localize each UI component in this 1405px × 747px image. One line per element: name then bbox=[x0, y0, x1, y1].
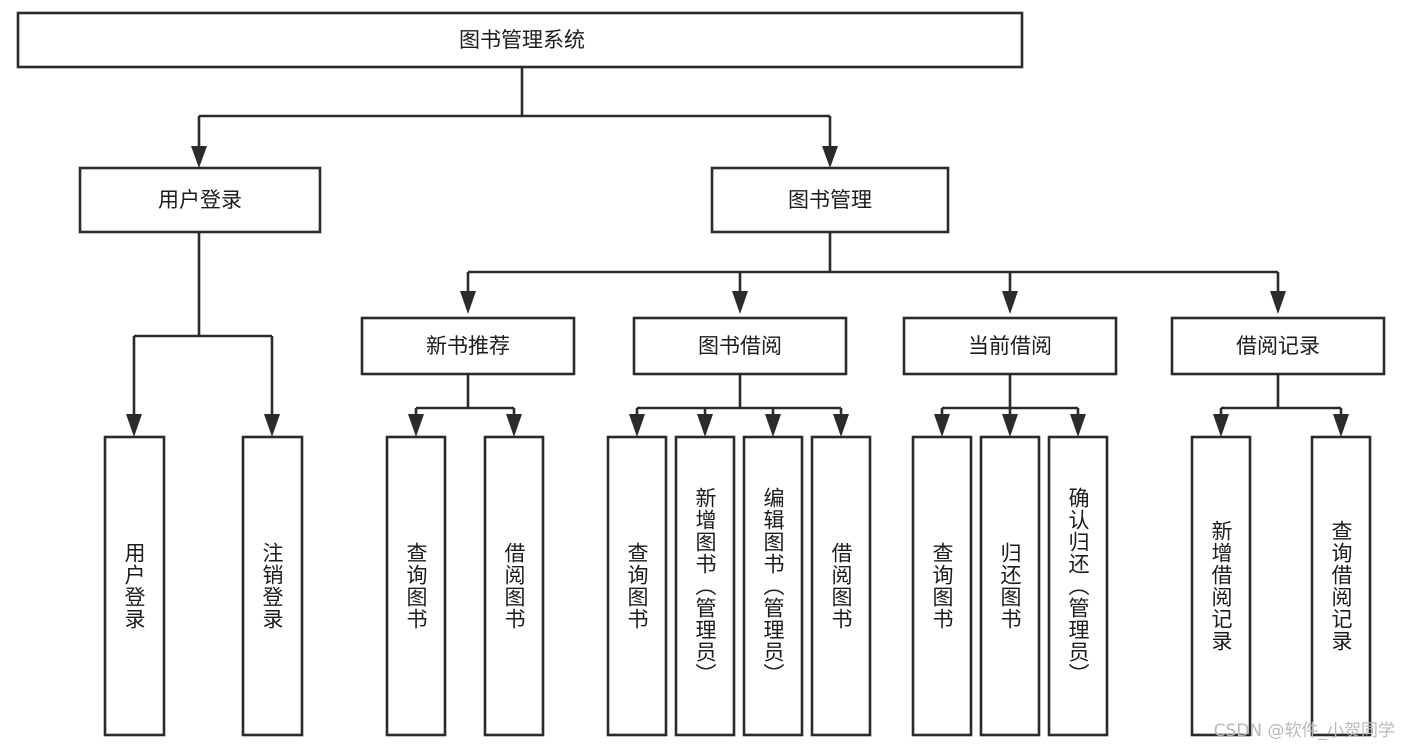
leaf-node[interactable]: 用户登录 bbox=[103, 435, 166, 737]
node-current-borrow[interactable]: 当前借阅 bbox=[902, 316, 1118, 376]
leaf-nbr-borrow-book-label: 借阅图书 bbox=[502, 542, 526, 630]
leaf-bb-borrow-book-label: 借阅图书 bbox=[829, 542, 853, 630]
node-book-borrow-box[interactable] bbox=[632, 316, 848, 376]
node-new-book-recommend[interactable]: 新书推荐 bbox=[360, 316, 576, 376]
node-new-book-recommend-label: 新书推荐 bbox=[426, 334, 510, 358]
leaf-br-add-record-box[interactable] bbox=[1190, 435, 1252, 737]
arrow-head-borrowrecord-leaf1 bbox=[1213, 414, 1229, 437]
arrow-head-borrowrecord-leaf2 bbox=[1333, 414, 1349, 437]
leaf-cb-return-book-box[interactable] bbox=[979, 435, 1041, 737]
node-user-login-box[interactable] bbox=[78, 166, 322, 234]
node-book-management-box[interactable] bbox=[710, 166, 950, 234]
leaf-user-login-label: 用户登录 bbox=[122, 542, 146, 630]
node-new-book-recommend-box[interactable] bbox=[360, 316, 576, 376]
leaf-cb-query-book-label: 查询图书 bbox=[930, 542, 954, 630]
leaf-node[interactable]: 查询借阅记录 bbox=[1310, 435, 1372, 737]
leaf-bb-borrow-book-box[interactable] bbox=[810, 435, 872, 737]
arrow-head-userlogin bbox=[191, 146, 207, 168]
leaf-node[interactable]: 新增借阅记录 bbox=[1190, 435, 1252, 737]
arrow-head-currentborrow bbox=[1002, 291, 1018, 314]
arrow-head-currentborrow-leaf1 bbox=[934, 414, 950, 437]
arrow-head-bookborrow-leaf3 bbox=[765, 414, 781, 437]
leaf-cb-query-book-box[interactable] bbox=[911, 435, 973, 737]
arrow-head-borrowrecord bbox=[1270, 291, 1286, 314]
leaf-logout-label: 注销登录 bbox=[260, 542, 284, 630]
node-current-borrow-label: 当前借阅 bbox=[968, 334, 1052, 358]
leaf-br-query-record-box[interactable] bbox=[1310, 435, 1372, 737]
connector-layer bbox=[126, 67, 1349, 437]
leaf-cb-confirm-return-box[interactable] bbox=[1047, 435, 1109, 737]
arrow-head-bookborrow-leaf1 bbox=[629, 414, 645, 437]
node-book-borrow-label: 图书借阅 bbox=[698, 334, 782, 358]
arrow-head-bookborrow-leaf4 bbox=[833, 414, 849, 437]
leaf-br-query-record-label: 查询借阅记录 bbox=[1329, 520, 1353, 652]
leaf-nbr-borrow-book-box[interactable] bbox=[483, 435, 545, 737]
node-borrow-record[interactable]: 借阅记录 bbox=[1170, 316, 1386, 376]
leaf-node[interactable]: 注销登录 bbox=[241, 435, 304, 737]
leaf-nbr-query-book-label: 查询图书 bbox=[404, 542, 428, 630]
node-user-login[interactable]: 用户登录 bbox=[78, 166, 322, 234]
arrow-head-newbook-leaf2 bbox=[506, 414, 522, 437]
leaf-nbr-query-book-box[interactable] bbox=[385, 435, 447, 737]
leaf-br-add-record-label: 新增借阅记录 bbox=[1209, 520, 1233, 652]
leaf-node[interactable]: 查询图书 bbox=[385, 435, 447, 737]
leaf-bb-edit-book-label: 编辑图书（管理员） bbox=[761, 487, 785, 685]
leaf-bb-query-book-label: 查询图书 bbox=[625, 542, 649, 630]
leaf-node[interactable]: 确认归还（管理员） bbox=[1047, 435, 1109, 737]
leaf-node[interactable]: 查询图书 bbox=[606, 435, 668, 737]
arrow-head-bookmgmt bbox=[822, 146, 838, 168]
leaf-user-login-box[interactable] bbox=[103, 435, 166, 737]
node-book-management[interactable]: 图书管理 bbox=[710, 166, 950, 234]
arrow-head-newbook-leaf1 bbox=[408, 414, 424, 437]
leaf-node[interactable]: 借阅图书 bbox=[483, 435, 545, 737]
node-borrow-record-label: 借阅记录 bbox=[1236, 334, 1320, 358]
node-book-borrow[interactable]: 图书借阅 bbox=[632, 316, 848, 376]
leaf-node[interactable]: 归还图书 bbox=[979, 435, 1041, 737]
node-root[interactable]: 图书管理系统 bbox=[16, 11, 1024, 69]
leaf-logout-box[interactable] bbox=[241, 435, 304, 737]
leaf-cb-return-book-label: 归还图书 bbox=[998, 542, 1022, 630]
node-root-box[interactable] bbox=[16, 11, 1024, 69]
leaf-cb-confirm-return-label: 确认归还（管理员） bbox=[1066, 487, 1090, 685]
node-root-label: 图书管理系统 bbox=[459, 28, 585, 52]
arrow-head-currentborrow-leaf2 bbox=[1002, 414, 1018, 437]
node-user-login-label: 用户登录 bbox=[158, 188, 242, 212]
node-borrow-record-box[interactable] bbox=[1170, 316, 1386, 376]
arrow-head-bookborrow-leaf2 bbox=[697, 414, 713, 437]
leaf-node[interactable]: 编辑图书（管理员） bbox=[742, 435, 804, 737]
leaf-bb-query-book-box[interactable] bbox=[606, 435, 668, 737]
arrow-head-userlogin-leaf2 bbox=[264, 414, 280, 437]
leaf-node[interactable]: 借阅图书 bbox=[810, 435, 872, 737]
leaf-bb-add-book-label: 新增图书（管理员） bbox=[693, 487, 717, 685]
arrow-head-userlogin-leaf1 bbox=[126, 414, 142, 437]
arrow-head-newbook bbox=[460, 291, 476, 314]
leaf-node[interactable]: 新增图书（管理员） bbox=[674, 435, 736, 737]
leaf-bb-edit-book-box[interactable] bbox=[742, 435, 804, 737]
arrow-head-bookborrow bbox=[732, 291, 748, 314]
arrow-head-currentborrow-leaf3 bbox=[1070, 414, 1086, 437]
node-current-borrow-box[interactable] bbox=[902, 316, 1118, 376]
leaf-bb-add-book-box[interactable] bbox=[674, 435, 736, 737]
leaf-node[interactable]: 查询图书 bbox=[911, 435, 973, 737]
node-book-management-label: 图书管理 bbox=[788, 188, 872, 212]
